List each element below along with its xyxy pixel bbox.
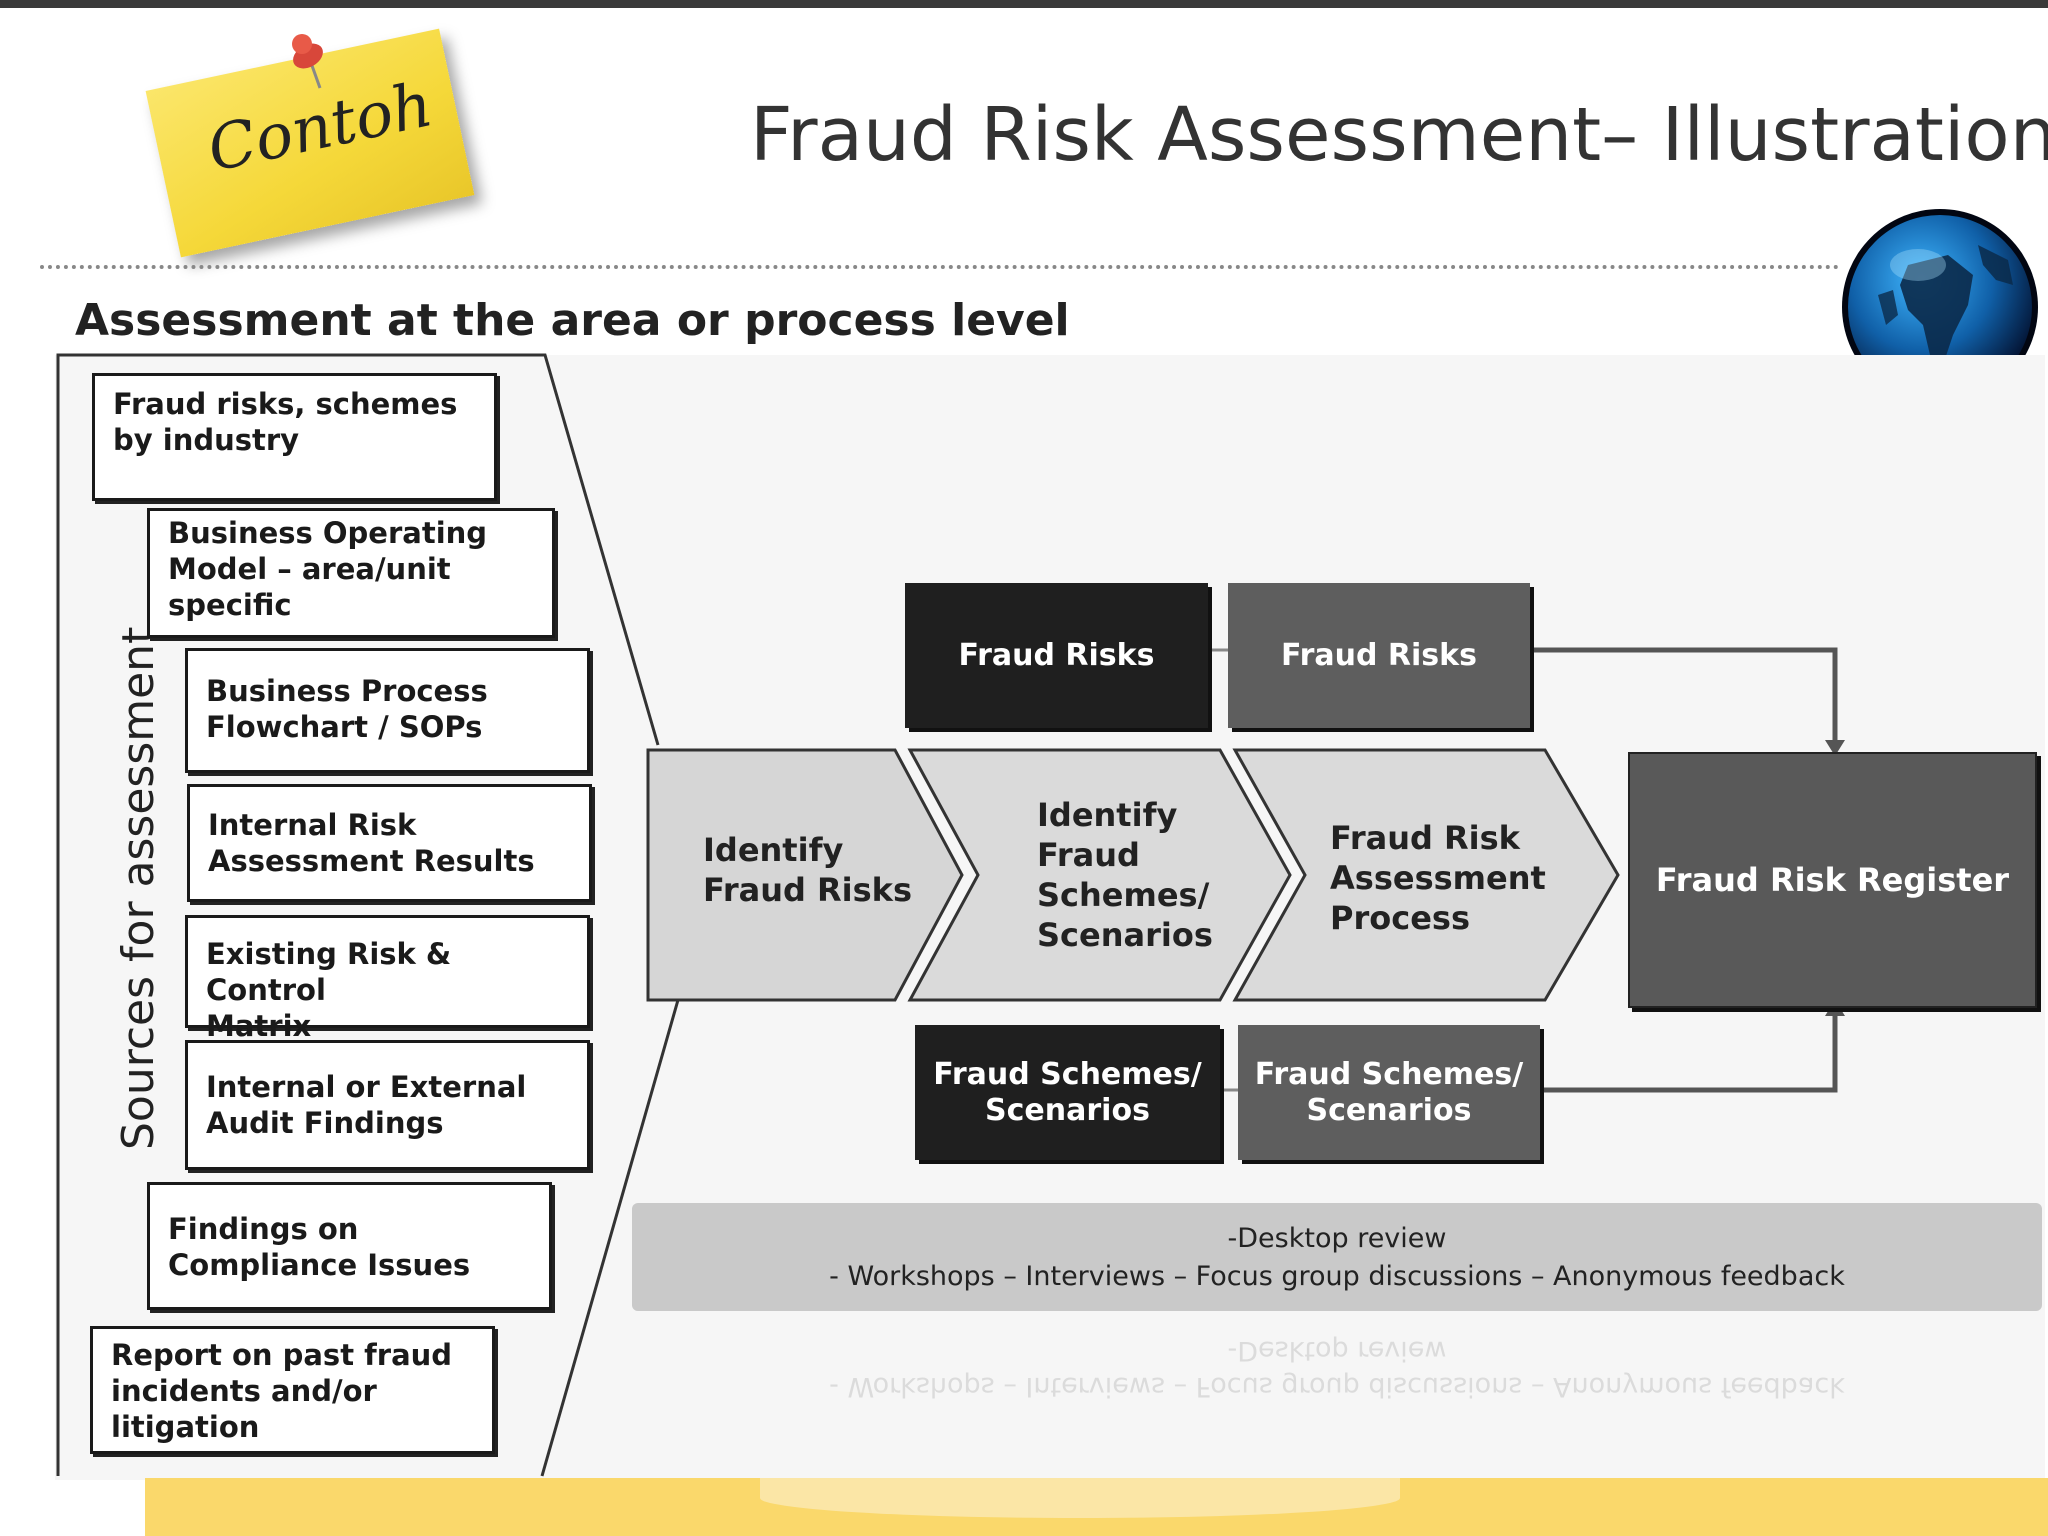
- footer-glow: [760, 1478, 1400, 1518]
- fraud-schemes-box: Fraud Schemes/ Scenarios: [1238, 1025, 1540, 1160]
- methods-bar: -Desktop review - Workshops – Interviews…: [632, 1203, 2042, 1311]
- sticky-note: Contoh: [140, 28, 500, 258]
- source-box-5: Existing Risk & Control Matrix: [185, 915, 590, 1043]
- arrowhead-bottom: [1825, 1000, 1845, 1016]
- methods-reflection-line-2: - Workshops – Interviews – Focus group d…: [829, 1371, 1845, 1402]
- arrow-top-to-register: [1530, 647, 1838, 748]
- source-box-6: Internal or External Audit Findings: [185, 1040, 590, 1170]
- chevron-step-2: [907, 748, 1292, 1002]
- fraud-risks-dark-box: Fraud Risks: [905, 583, 1208, 728]
- source-box-7: Findings on Compliance Issues: [147, 1182, 552, 1310]
- fraud-risk-register: Fraud Risk Register: [1628, 752, 2037, 1008]
- page-title: Fraud Risk Assessment– Illustration: [750, 92, 2048, 178]
- step-label-2: Identify Fraud Schemes/ Scenarios: [1037, 796, 1213, 954]
- source-box-1: Fraud risks, schemes by industry: [92, 373, 497, 501]
- source-box-3: Business Process Flowchart / SOPs: [185, 648, 590, 773]
- fraud-risks-box: Fraud Risks: [1228, 583, 1530, 728]
- dotted-divider: [40, 265, 1840, 269]
- top-border: [0, 0, 2048, 8]
- funnel-bottom-edge: [540, 999, 680, 1477]
- methods-reflection-line-1: -Desktop review: [1227, 1335, 1447, 1366]
- methods-reflection: - Workshops – Interviews – Focus group d…: [632, 1318, 2042, 1408]
- chevron-step-1: [646, 748, 964, 1002]
- pushpin-icon: [292, 34, 323, 89]
- diagram-subtitle: Assessment at the area or process level: [75, 295, 1070, 346]
- chevron-step-3: [1232, 748, 1620, 1002]
- source-box-2: Business Operating Model – area/unit spe…: [147, 508, 555, 638]
- methods-line-2: - Workshops – Interviews – Focus group d…: [829, 1261, 1845, 1292]
- step-label-3: Fraud Risk Assessment Process: [1330, 819, 1546, 937]
- funnel-top-edge: [56, 353, 660, 1476]
- arrow-bottom-to-register: [1540, 1008, 1838, 1093]
- methods-line-1: -Desktop review: [1227, 1223, 1447, 1254]
- sources-label: Sources for assessment: [113, 626, 164, 1150]
- arrowhead-top: [1825, 740, 1845, 756]
- source-box-8: Report on past fraud incidents and/or li…: [90, 1326, 495, 1454]
- step-label-1: Identify Fraud Risks: [703, 831, 912, 909]
- fraud-schemes-dark-box: Fraud Schemes/ Scenarios: [915, 1025, 1220, 1160]
- source-box-4: Internal Risk Assessment Results: [187, 784, 592, 902]
